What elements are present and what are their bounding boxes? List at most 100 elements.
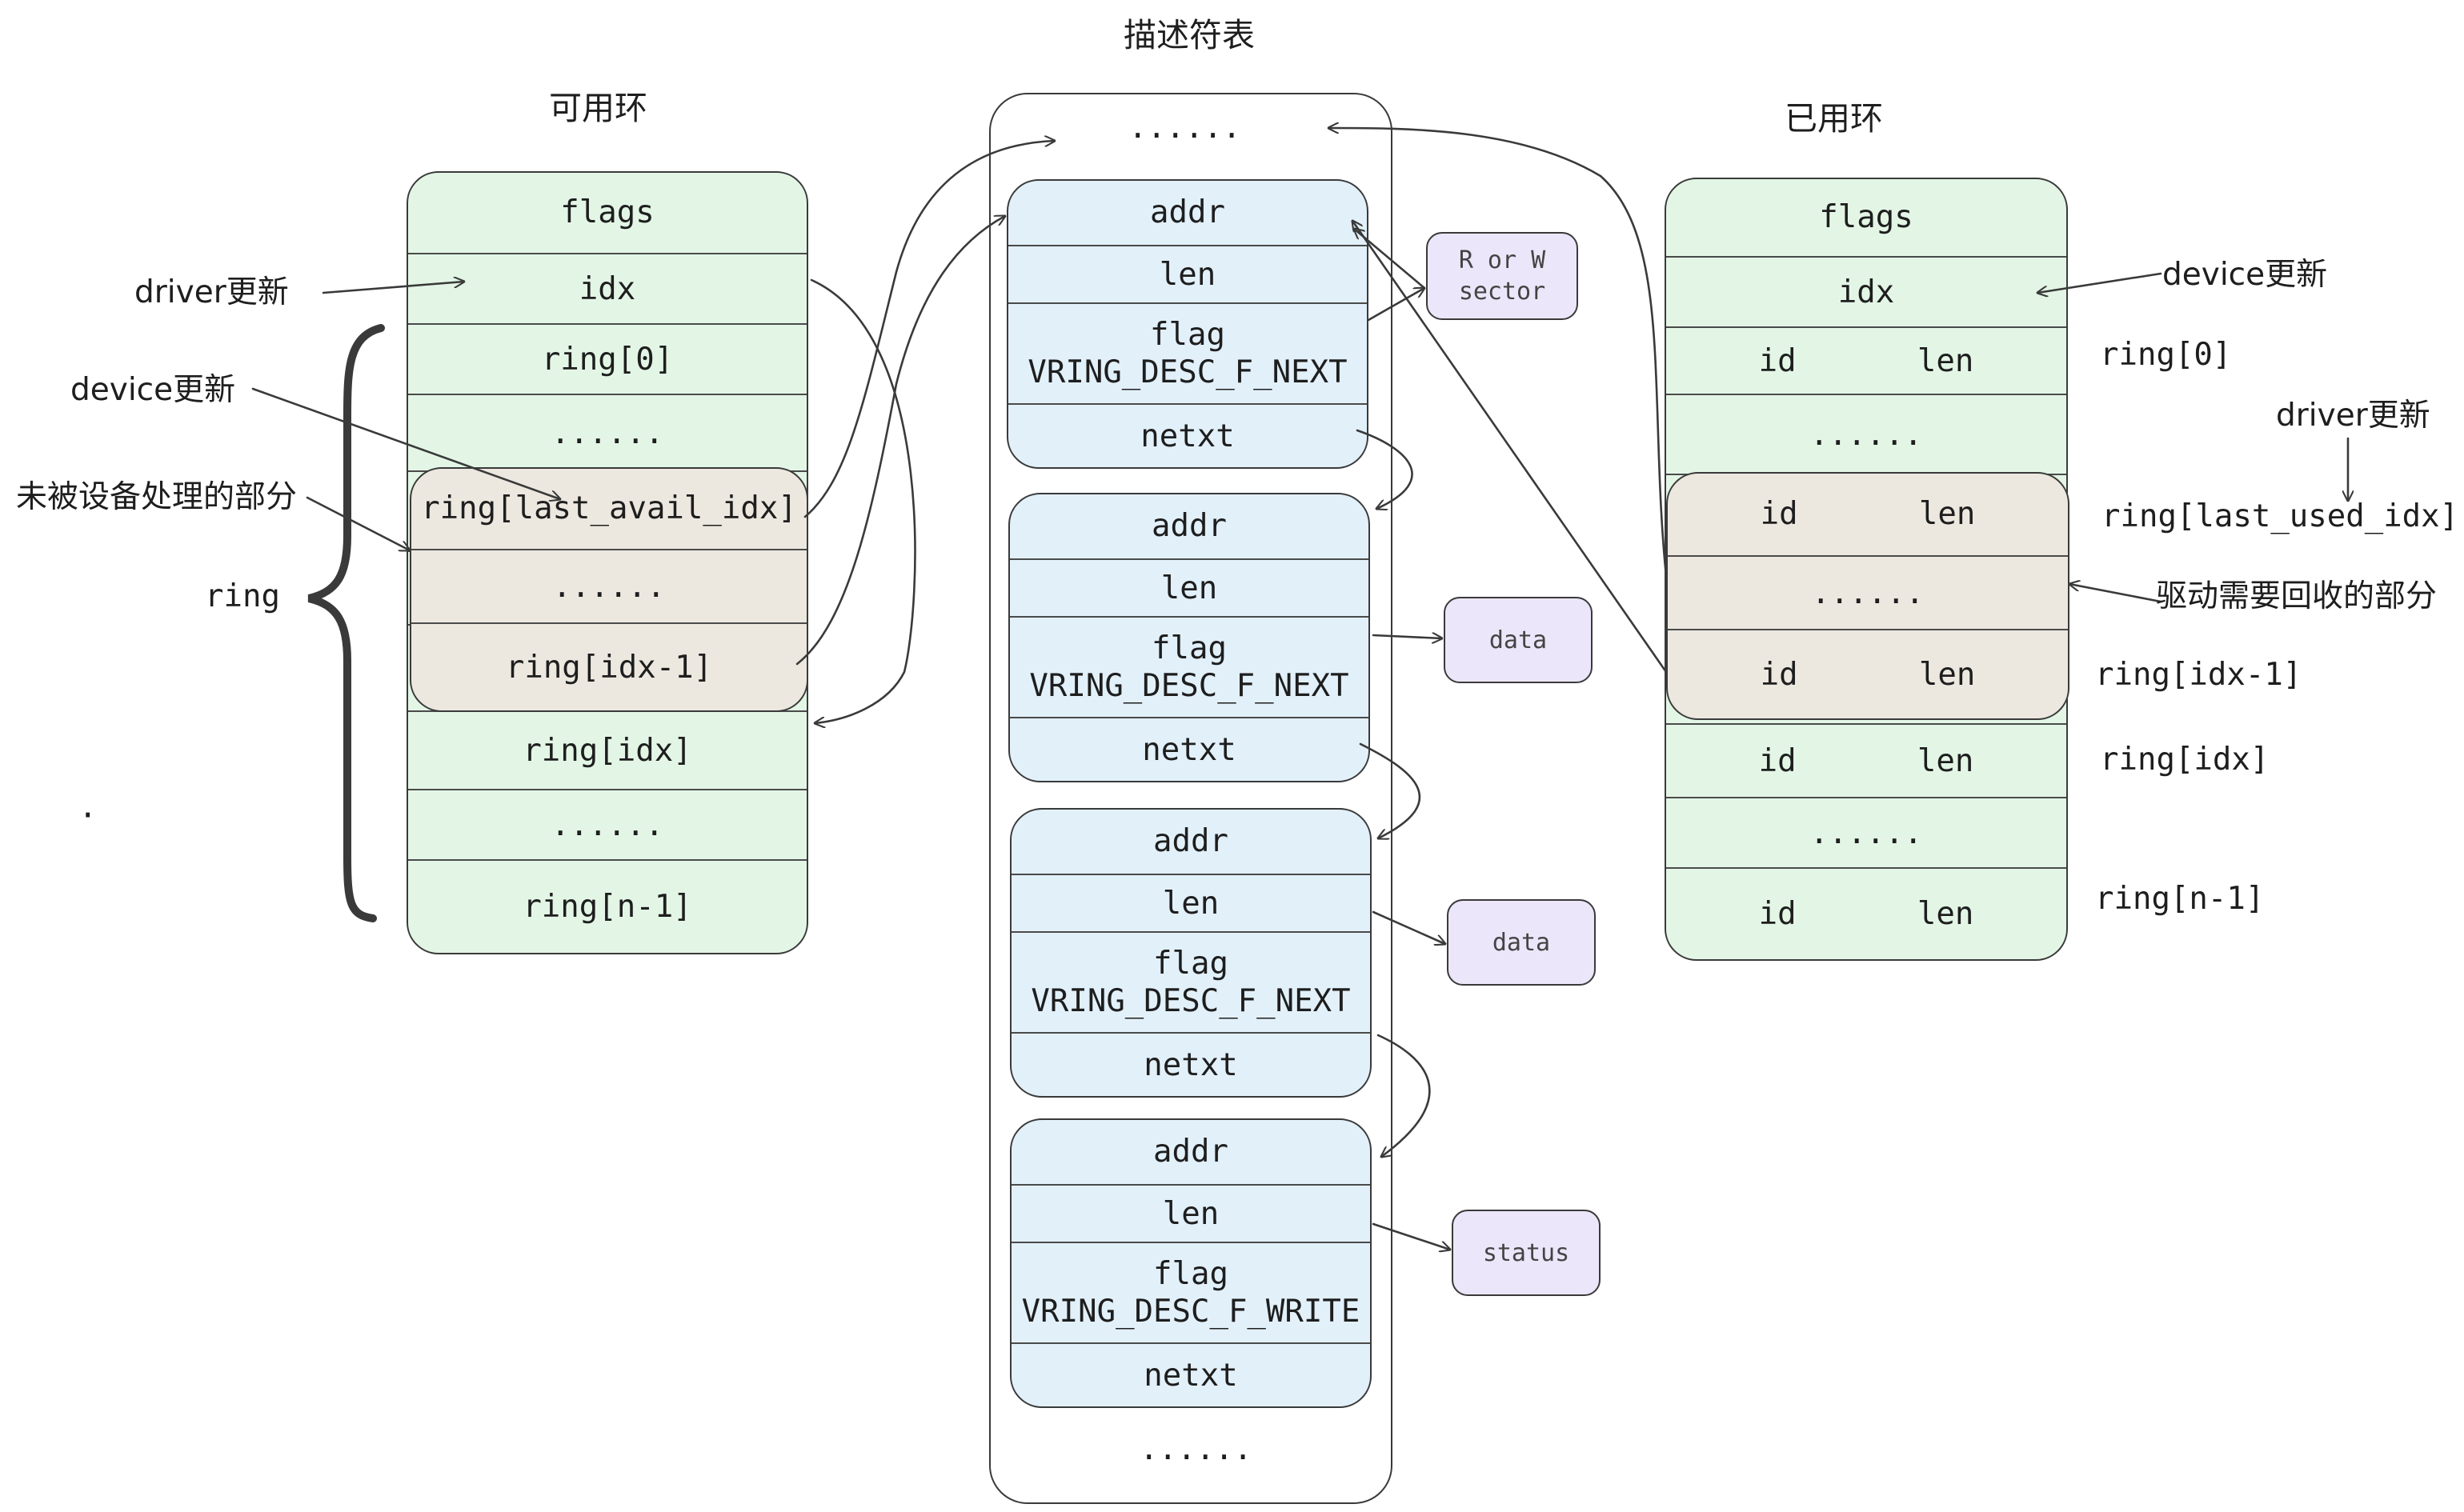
used-row-ellipsis-1: ...... (1666, 394, 2066, 475)
avail-row-ring0: ring[0] (408, 323, 807, 395)
used-idx-len: len (1917, 742, 1974, 779)
link-desc3-to-status (1372, 1222, 1450, 1250)
desc0-next: netxt (1008, 403, 1367, 467)
used-row-n-minus1: id len (1666, 867, 2066, 959)
arrow-driver-update-left (322, 282, 464, 294)
hl-used-im1-id: id (1760, 656, 1798, 693)
link-desc1-to-data (1372, 635, 1442, 638)
link-desc2-to-data (1372, 910, 1445, 944)
desc2-flag: flag VRING_DESC_F_NEXT (1012, 931, 1370, 1034)
avail-ring-title: 可用环 (549, 89, 647, 127)
label-driver-update-right: driver更新 (2276, 398, 2430, 434)
desc-entry-0: addr len flag VRING_DESC_F_NEXT netxt (1007, 179, 1368, 469)
buffer-status: status (1452, 1210, 1601, 1296)
desc0-addr: addr (1150, 194, 1225, 230)
arrow-sector-back (1354, 229, 1426, 290)
desc-entry-1: addr len flag VRING_DESC_F_NEXT netxt (1008, 493, 1370, 782)
desc1-addr: addr (1152, 507, 1227, 544)
buffer-data-2: data (1447, 899, 1596, 986)
arrow-avail-idx-to-slot (810, 278, 916, 723)
desc3-flag-value: VRING_DESC_F_WRITE (1021, 1294, 1360, 1330)
desc0-flag: flag VRING_DESC_F_NEXT (1008, 302, 1367, 405)
used-n1-len: len (1917, 896, 1974, 933)
used-idx-id: id (1758, 742, 1797, 779)
desc-top-ellipsis: ...... (1128, 110, 1241, 146)
arrow-used-to-desc-top (1327, 128, 1668, 578)
arrow-last-avail-to-desc (803, 141, 1055, 518)
used-row-idx-slot: id len (1666, 723, 2066, 798)
label-ring0: ring[0] (2100, 337, 2232, 373)
desc3-len: len (1012, 1184, 1370, 1243)
used-ring-title: 已用环 (1785, 99, 1883, 138)
avail-row-idx: idx (408, 253, 807, 325)
used-row-flags: flags (1819, 198, 1913, 235)
link-desc0-to-desc1 (1356, 429, 1413, 509)
avail-row-n-minus1: ring[n-1] (408, 859, 807, 953)
desc2-flag-value: VRING_DESC_F_NEXT (1031, 983, 1351, 1019)
label-reclaim: 驱动需要回收的部分 (2156, 578, 2438, 614)
hl-used-last-id: id (1760, 495, 1798, 532)
label-ring-n-minus1: ring[n-1] (2095, 881, 2265, 917)
hl-used-last: id len (1668, 474, 2068, 555)
hl-used-im1-len: len (1918, 656, 1976, 693)
arrow-unprocessed (306, 496, 410, 550)
desc3-addr: addr (1153, 1133, 1228, 1170)
used0-len: len (1917, 342, 1974, 379)
avail-row-flags: flags (560, 194, 655, 230)
hl-row-idx-minus1: ring[idx-1] (411, 622, 807, 710)
desc1-flag-label: flag (1152, 630, 1227, 667)
avail-row-ellipsis-3: ...... (408, 789, 807, 861)
desc0-flag-label: flag (1150, 317, 1225, 354)
label-unprocessed: 未被设备处理的部分 (16, 479, 298, 515)
desc-entry-3: addr len flag VRING_DESC_F_WRITE netxt (1010, 1118, 1372, 1408)
arrow-idx-minus1-to-desc (795, 216, 1005, 666)
desc-table-title: 描述符表 (1124, 16, 1255, 54)
used-row-ellipsis-3: ...... (1666, 797, 2066, 869)
hl-used-last-len: len (1918, 495, 1976, 532)
hl-row-ellipsis: ...... (411, 549, 807, 624)
link-desc0-to-sector (1367, 288, 1424, 322)
desc1-flag-value: VRING_DESC_F_NEXT (1029, 668, 1349, 704)
desc3-next: netxt (1012, 1342, 1370, 1406)
arrow-device-update-right (2037, 272, 2162, 293)
hl-used-im1: id len (1668, 629, 2068, 718)
label-device-update-right: device更新 (2162, 257, 2328, 293)
avail-unprocessed-region: ring[last_avail_idx] ...... ring[idx-1] (410, 467, 808, 712)
used-reclaim-region: id len ...... id len (1666, 472, 2069, 720)
used-n1-id: id (1758, 896, 1797, 933)
desc2-len: len (1012, 874, 1370, 933)
desc1-next: netxt (1010, 717, 1368, 781)
link-desc2-to-desc3 (1376, 1034, 1431, 1157)
label-ring: ring (205, 578, 280, 614)
desc0-len: len (1008, 245, 1367, 304)
hl-row-last-avail: ring[last_avail_idx] (421, 490, 797, 526)
desc3-flag-label: flag (1153, 1256, 1228, 1293)
desc0-flag-value: VRING_DESC_F_NEXT (1028, 354, 1348, 390)
label-driver-update-left: driver更新 (134, 274, 289, 310)
avail-row-ellipsis-1: ...... (408, 394, 807, 472)
desc2-next: netxt (1012, 1032, 1370, 1096)
buffer-data-1: data (1444, 597, 1593, 683)
desc1-flag: flag VRING_DESC_F_NEXT (1010, 616, 1368, 718)
label-dot: · (78, 798, 98, 834)
arrow-reclaim (2069, 584, 2162, 603)
desc3-flag: flag VRING_DESC_F_WRITE (1012, 1242, 1370, 1344)
used-row-idx: idx (1666, 256, 2066, 328)
buffer-sector: R or W sector (1426, 232, 1578, 320)
desc2-addr: addr (1153, 822, 1228, 859)
used-row-ring0: id len (1666, 326, 2066, 395)
arrow-device-update-left (251, 387, 560, 499)
desc1-len: len (1010, 558, 1368, 618)
label-device-update-left: device更新 (70, 372, 236, 408)
arrow-used-to-desc0 (1352, 221, 1668, 674)
ring-brace (307, 324, 385, 922)
desc-bottom-ellipsis: ...... (1140, 1431, 1252, 1467)
hl-used-ellipsis: ...... (1668, 555, 2068, 630)
label-ring-idx-minus1: ring[idx-1] (2095, 657, 2302, 693)
desc-entry-2: addr len flag VRING_DESC_F_NEXT netxt (1010, 808, 1372, 1098)
link-desc1-to-desc2 (1359, 742, 1421, 838)
label-ring-last-used: ring[last_used_idx] (2101, 498, 2459, 534)
used0-id: id (1758, 342, 1797, 379)
desc2-flag-label: flag (1153, 946, 1228, 982)
